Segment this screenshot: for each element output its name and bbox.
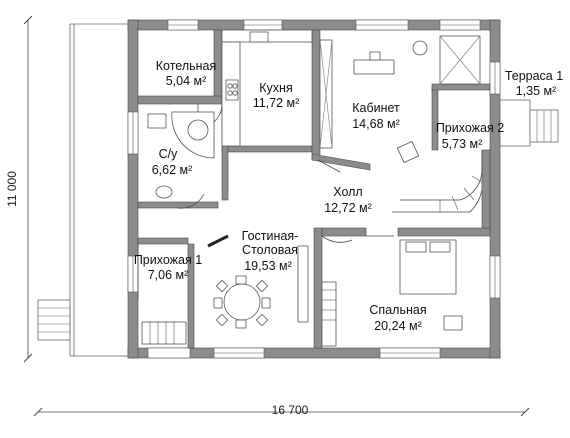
windows xyxy=(127,19,501,359)
room-hall2-area: 5,73 м² xyxy=(442,137,483,151)
room-boiler-name: Котельная xyxy=(156,59,217,73)
room-kitchen-name: Кухня xyxy=(259,81,292,95)
kitchen-furniture xyxy=(221,29,313,147)
bedroom-furniture xyxy=(321,239,463,347)
dimension-width: 16 700 xyxy=(272,403,309,417)
room-bath-name: С/у xyxy=(159,147,179,161)
terrace-right xyxy=(499,99,559,147)
room-kitchen-area: 11,72 м² xyxy=(253,96,300,110)
room-hall2-name: Прихожая 2 xyxy=(436,121,504,135)
interior-walls xyxy=(137,29,491,349)
room-hall-name: Холл xyxy=(333,185,362,199)
bath-furniture xyxy=(147,111,215,199)
dimension-height: 11 000 xyxy=(5,171,19,207)
room-hall1-name: Прихожая 1 xyxy=(134,253,202,267)
cabinet-furniture xyxy=(319,35,481,164)
terrace-area: 1,35 м² xyxy=(516,84,557,98)
hall1-furniture xyxy=(141,321,187,345)
room-living-name2: Столовая xyxy=(242,243,298,257)
dimension-lines xyxy=(23,15,530,417)
room-boiler-area: 5,04 м² xyxy=(166,74,207,88)
room-bedroom-area: 20,24 м² xyxy=(374,319,422,333)
terrace-name: Терраса 1 xyxy=(505,69,563,83)
room-cabinet-name: Кабинет xyxy=(352,101,400,115)
room-bath-area: 6,62 м² xyxy=(152,163,193,177)
room-labels: Котельная 5,04 м² Кухня 11,72 м² Кабинет… xyxy=(5,59,563,417)
stairs xyxy=(392,150,483,213)
living-furniture xyxy=(213,245,309,329)
room-hall1-area: 7,06 м² xyxy=(148,268,189,282)
room-cabinet-area: 14,68 м² xyxy=(352,117,400,131)
room-living-name: Гостиная- xyxy=(242,229,299,243)
veranda xyxy=(37,23,128,357)
room-hall-area: 12,72 м² xyxy=(324,201,372,215)
room-bedroom-name: Спальная xyxy=(369,303,426,317)
room-living-area: 19,53 м² xyxy=(244,259,292,273)
